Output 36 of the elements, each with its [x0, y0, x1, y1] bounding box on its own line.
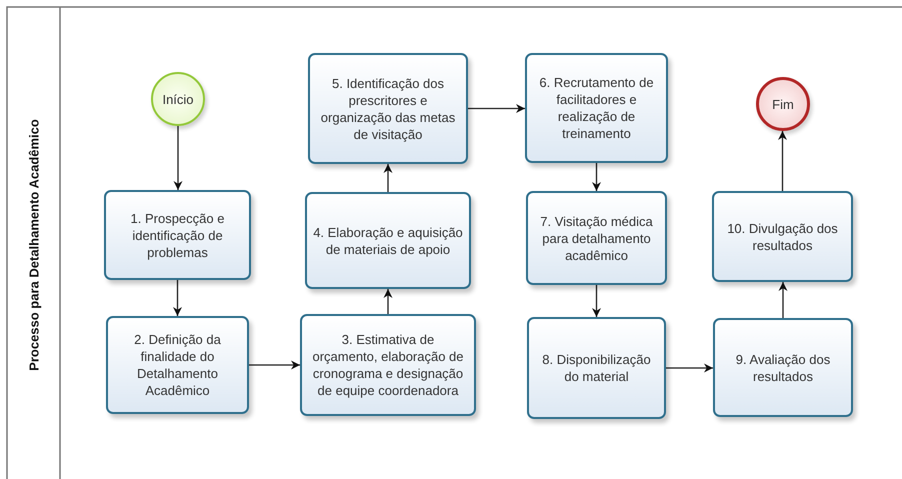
step-label: Início	[162, 90, 194, 108]
arrow	[174, 126, 182, 190]
step-label: 7. Visitação médica para detalhamento acadêmico	[539, 212, 654, 264]
step-label: Fim	[772, 96, 794, 112]
arrow	[384, 289, 392, 314]
process-box	[300, 314, 476, 416]
step-label: 10. Divulgação dos resultados	[726, 220, 839, 254]
process-box	[525, 53, 668, 163]
arrow	[468, 104, 525, 113]
arrow	[592, 163, 601, 191]
arrow	[384, 164, 392, 192]
arrow	[778, 131, 787, 191]
process-box	[526, 191, 667, 285]
step-label: 1. Prospecção e identificação de problemas	[130, 210, 226, 260]
lane-title: Processo para Detalhamento Acadêmico	[26, 119, 42, 371]
arrow	[666, 364, 713, 372]
arrow	[249, 360, 300, 370]
arrow	[778, 282, 788, 318]
process-box	[104, 190, 251, 280]
process-box	[712, 191, 853, 282]
step-label: 8. Disponibilização do material	[541, 351, 652, 385]
process-box	[305, 192, 471, 289]
end-event-circle	[756, 77, 810, 131]
arrow	[173, 280, 182, 316]
process-box	[308, 53, 468, 164]
step-label: 3. Estimativa de orçamento, elaboração de cronograma e designação de equipe coordenadora	[311, 331, 465, 399]
process-box	[527, 317, 666, 419]
step-label: 6. Recrutamento de facilitadores e realização de treinamento	[538, 74, 655, 142]
step-label: 5. Identificação dos prescritores e organização das metas de visitação	[320, 74, 456, 142]
start-event-circle	[151, 72, 205, 126]
step-label: 2. Definição da finalidade do Detalhamento Acadêmico	[133, 331, 222, 399]
process-box	[713, 318, 853, 417]
step-label: 4. Elaboração e aquisição de materiais de apoio	[313, 224, 463, 258]
arrow	[592, 285, 601, 317]
process-box	[106, 316, 249, 414]
step-label: 9. Avaliação dos resultados	[734, 350, 832, 384]
